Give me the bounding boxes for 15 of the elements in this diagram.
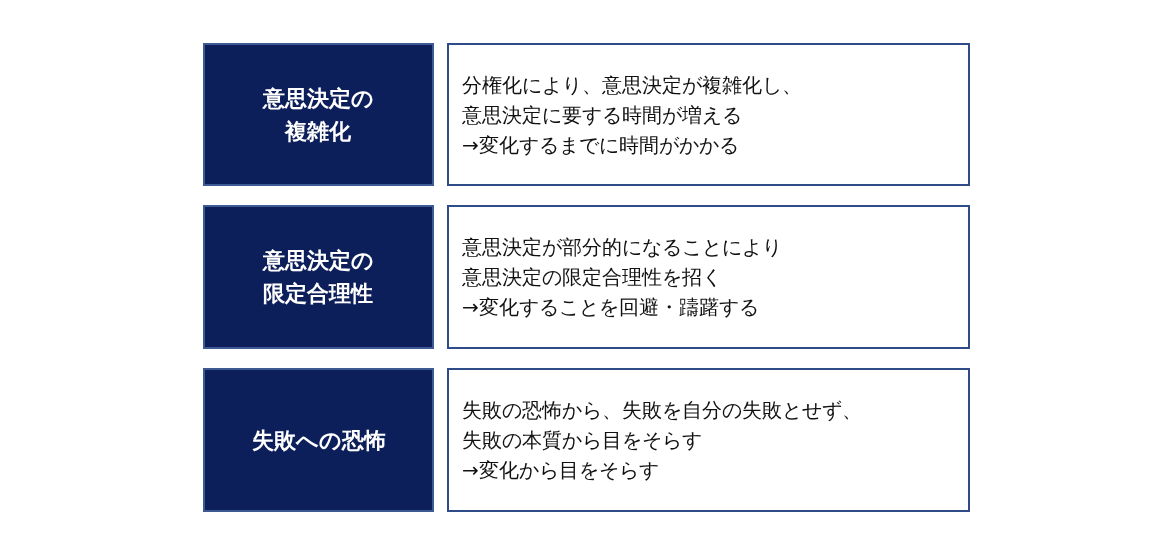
description-text: →変化するまでに時間がかかる [462, 131, 739, 159]
row-heading: 失敗への恐怖 [251, 426, 386, 455]
description-box [447, 43, 970, 186]
description-box [447, 368, 970, 512]
row-heading: 意思決定の限定合理性 [261, 247, 375, 308]
row-heading: 意思決定の複雑化 [261, 84, 375, 146]
description-text: 失敗の恐怖から、失敗を自分の失敗とせず、失敗の本質から目をそらす [462, 397, 863, 454]
heading-box [203, 368, 434, 512]
description-text: 分権化により、意思決定が複雑化し、意思決定に要する時間が増える [462, 71, 803, 129]
description-box [447, 205, 970, 349]
description-text: →変化することを回避・躊躇する [462, 294, 759, 321]
description-text: →変化から目をそらす [462, 457, 659, 484]
description-text: 意思決定が部分的になることにより意思決定の限定合理性を招く [462, 234, 783, 291]
heading-box [203, 43, 434, 186]
heading-box [203, 205, 434, 349]
